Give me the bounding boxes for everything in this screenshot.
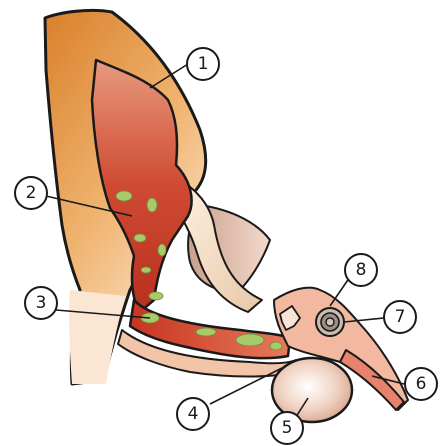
callout-3-label: 3 xyxy=(36,293,47,313)
callout-1-label: 1 xyxy=(198,54,209,74)
callout-3: 3 xyxy=(25,287,57,319)
callout-1: 1 xyxy=(187,48,219,80)
callout-5-label: 5 xyxy=(282,418,293,438)
callout-5: 5 xyxy=(271,412,303,444)
callout-4: 4 xyxy=(177,398,209,430)
callout-2: 2 xyxy=(15,177,47,209)
callout-7: 7 xyxy=(384,301,416,333)
pinna-base xyxy=(69,290,126,384)
callout-7-label: 7 xyxy=(395,307,406,327)
callout-2-label: 2 xyxy=(26,183,37,203)
callout-8: 8 xyxy=(345,254,377,286)
callout-6: 6 xyxy=(405,368,437,400)
callout-6-label: 6 xyxy=(416,374,427,394)
callout-8-label: 8 xyxy=(356,260,367,280)
callout-4-label: 4 xyxy=(188,404,199,424)
cochlea xyxy=(316,308,344,336)
